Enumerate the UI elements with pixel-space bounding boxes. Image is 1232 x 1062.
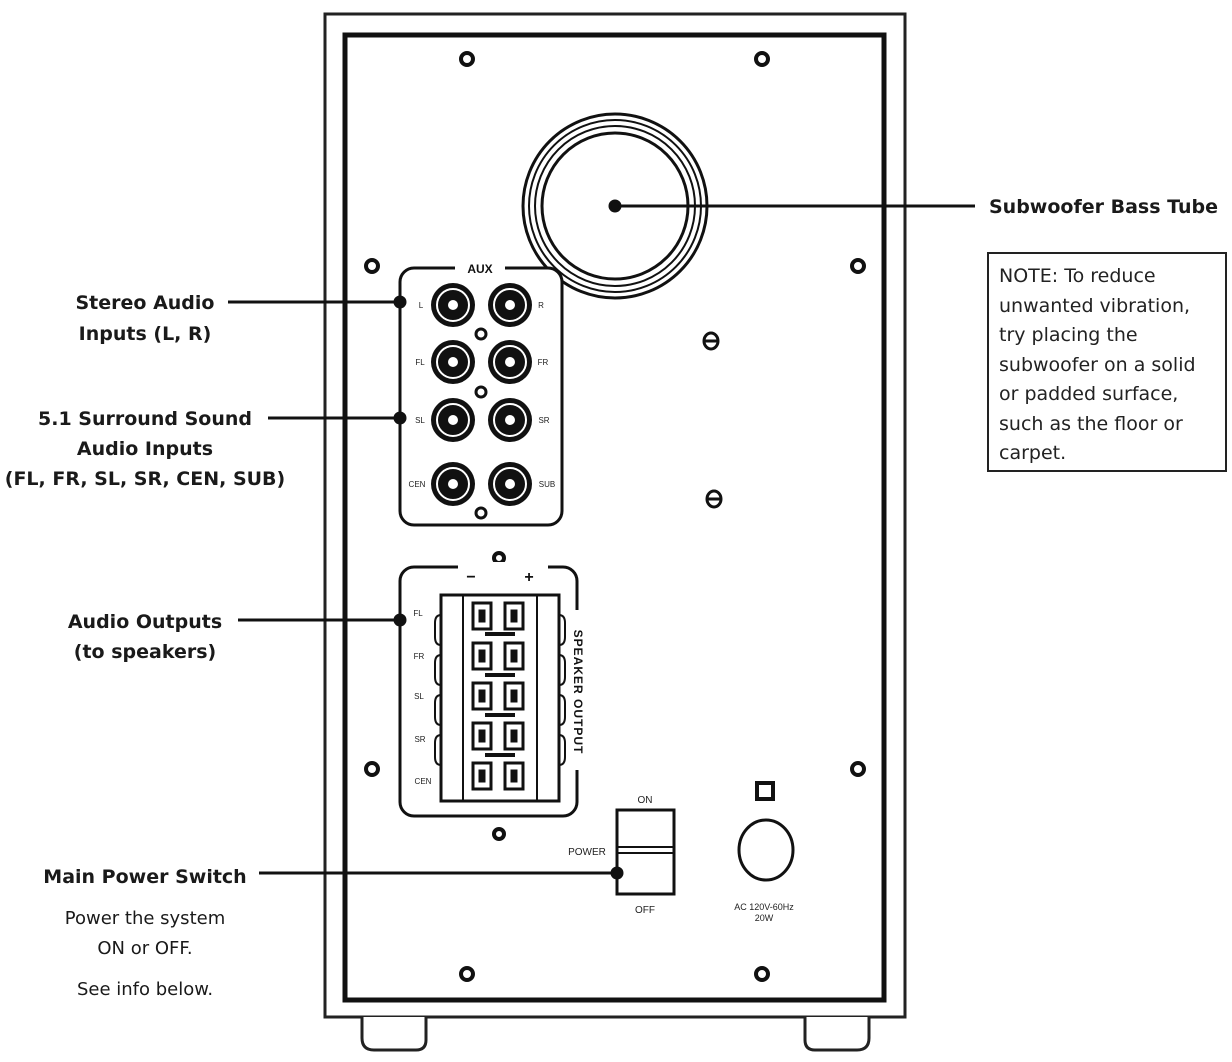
callout-power-title: Main Power Switch	[43, 866, 246, 888]
power-switch[interactable]	[615, 808, 676, 896]
jack-label-cen: CEN	[409, 480, 426, 489]
rca-jack-sl[interactable]	[431, 398, 475, 442]
callout-surround-line1: 5.1 Surround Sound	[38, 408, 252, 430]
rca-jack-l[interactable]	[431, 283, 475, 327]
jack-label-fr: FR	[538, 358, 549, 367]
terminal-label-fr: FR	[414, 652, 425, 661]
speaker-terminals	[434, 593, 566, 803]
rca-jack-sub[interactable]	[488, 462, 532, 506]
screw	[364, 761, 380, 777]
power-label: POWER	[568, 847, 606, 858]
terminal-label-fl: FL	[413, 609, 423, 618]
callout-outputs-line2: (to speakers)	[74, 641, 216, 663]
mount-bolts	[702, 331, 723, 509]
vibration-note-box: NOTE: To reduce unwanted vibration, try …	[987, 252, 1227, 472]
callout-power-line1: Power the system	[65, 908, 225, 929]
rca-jacks	[431, 283, 532, 520]
speaker-minus-label: −	[466, 569, 475, 586]
terminal-cen[interactable]	[471, 761, 525, 791]
double-insulated-symbol	[755, 781, 775, 801]
screw	[459, 966, 475, 982]
rca-jack-r[interactable]	[488, 283, 532, 327]
screw	[492, 827, 506, 841]
terminal-label-cen: CEN	[415, 777, 432, 786]
callout-power-line3: See info below.	[77, 979, 213, 1000]
callout-leaders	[228, 199, 975, 880]
speaker-plus-label: +	[524, 569, 533, 586]
screw	[364, 258, 380, 274]
jack-label-sub: SUB	[539, 480, 555, 489]
terminal-sr[interactable]	[471, 721, 525, 757]
terminal-sl[interactable]	[471, 681, 525, 717]
rca-jack-sr[interactable]	[488, 398, 532, 442]
cabinet-foot-right	[803, 1017, 871, 1052]
power-off-label: OFF	[635, 905, 655, 916]
jack-label-fl: FL	[415, 358, 425, 367]
terminal-label-sl: SL	[414, 692, 424, 701]
terminal-fl[interactable]	[471, 601, 525, 636]
jack-label-sl: SL	[415, 416, 425, 425]
cabinet-foot-left	[360, 1017, 428, 1052]
power-on-label: ON	[638, 795, 653, 806]
rca-jack-fr[interactable]	[488, 340, 532, 384]
ac-rating-line2: 20W	[755, 913, 774, 923]
screw	[850, 258, 866, 274]
callout-power-line2: ON or OFF.	[97, 938, 192, 959]
screw	[754, 51, 770, 67]
rca-jack-fl[interactable]	[431, 340, 475, 384]
terminal-label-sr: SR	[414, 735, 425, 744]
screw	[459, 51, 475, 67]
callout-stereo-line2: Inputs (L, R)	[79, 323, 212, 345]
screw	[850, 761, 866, 777]
callout-subwoofer-bass-tube: Subwoofer Bass Tube	[989, 196, 1218, 218]
ac-power-cord-inlet	[737, 818, 795, 882]
panel-screws	[364, 51, 866, 982]
screw	[492, 551, 506, 565]
callout-surround-line3: (FL, FR, SL, SR, CEN, SUB)	[5, 468, 285, 490]
jack-label-sr: SR	[538, 416, 549, 425]
callout-outputs-line1: Audio Outputs	[68, 611, 222, 633]
speaker-output-label: SPEAKER OUTPUT	[571, 630, 585, 755]
callout-surround-line2: Audio Inputs	[77, 438, 213, 460]
rca-jack-cen[interactable]	[431, 462, 475, 506]
screw	[754, 966, 770, 982]
callout-stereo-line1: Stereo Audio	[76, 292, 215, 314]
terminal-fr[interactable]	[471, 641, 525, 677]
jack-label-l: L	[419, 301, 424, 310]
jack-label-r: R	[538, 301, 544, 310]
ac-rating-line1: AC 120V-60Hz	[734, 902, 794, 912]
aux-label: AUX	[467, 262, 492, 276]
